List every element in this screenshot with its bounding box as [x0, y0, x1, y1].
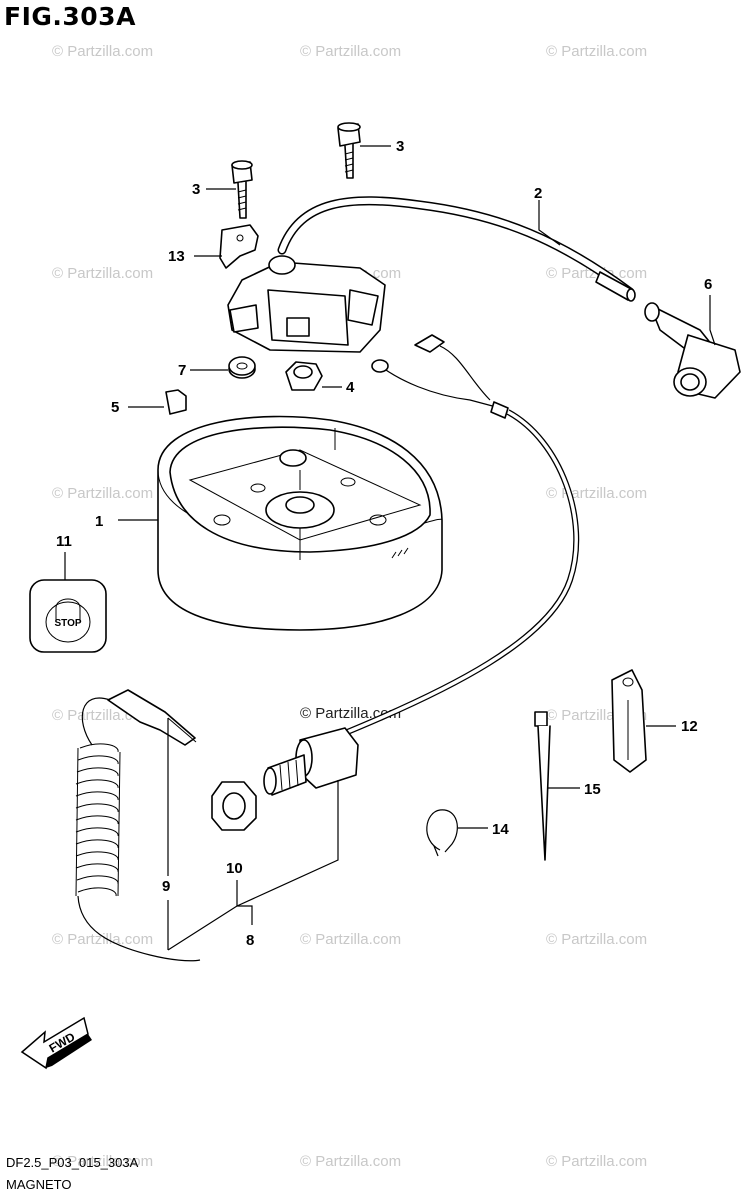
part-ignition-coil	[227, 255, 386, 353]
figure-name: MAGNETO	[6, 1177, 72, 1192]
part-bolt-left	[231, 160, 253, 219]
callout-7: 7	[178, 362, 186, 379]
part-washer	[228, 356, 256, 379]
part-bracket	[219, 224, 259, 269]
watermark: © Partzilla.com	[52, 1153, 153, 1170]
part-stop-switch	[263, 727, 359, 796]
part-clip	[426, 809, 458, 857]
part-stop-switch-lead	[338, 334, 580, 738]
part-lanyard	[75, 689, 201, 962]
watermark: © Partzilla.com	[546, 43, 647, 60]
callout-11: 11	[56, 533, 72, 550]
callout-14: 14	[492, 821, 509, 838]
callout-labels: 1 2 3 3 4 5 6 7 8 9 10 11 12 13 14 15	[56, 138, 712, 949]
figure-code: DF2.5_P03_015_303A	[6, 1155, 139, 1170]
callout-3: 3	[192, 181, 200, 198]
callout-8: 8	[246, 932, 254, 949]
part-cord-bracket	[611, 669, 647, 773]
part-key	[165, 389, 187, 415]
watermark: © Partzilla.com	[300, 931, 401, 948]
figure-title: FIG.303A	[4, 2, 136, 31]
callout-13: 13	[168, 248, 185, 265]
callout-9: 9	[162, 878, 170, 895]
watermark: © Partzilla.com	[546, 1153, 647, 1170]
part-flywheel	[157, 415, 443, 631]
watermark: © Partzilla.com	[546, 931, 647, 948]
watermark: © Partzilla.com	[52, 265, 153, 282]
fwd-arrow: FWD	[20, 1016, 92, 1070]
part-high-tension-cord	[277, 196, 636, 302]
watermark: © Partzilla.com	[546, 485, 647, 502]
callout-12: 12	[681, 718, 698, 735]
callout-6: 6	[704, 276, 712, 293]
part-switch-nut	[211, 781, 257, 831]
watermark: © Partzilla.com	[300, 43, 401, 60]
callout-10: 10	[226, 860, 243, 877]
callout-5: 5	[111, 399, 119, 416]
watermark: © Partzilla.com	[300, 1153, 401, 1170]
part-cable-tie	[534, 711, 551, 861]
watermark: © Partzilla.com	[52, 485, 153, 502]
callout-4: 4	[346, 379, 355, 396]
watermark: © Partzilla.com	[52, 43, 153, 60]
watermark: © Partzilla.com	[52, 931, 153, 948]
part-nut	[285, 361, 323, 391]
callout-2: 2	[534, 185, 542, 202]
part-bolt-right	[337, 122, 361, 179]
callout-1: 1	[95, 513, 103, 530]
part-plug-cap	[644, 302, 741, 399]
stop-plate-text: STOP	[54, 618, 81, 629]
callout-3: 3	[396, 138, 404, 155]
leader-lines	[64, 145, 716, 951]
callout-15: 15	[584, 781, 601, 798]
part-stop-plate: STOP	[29, 579, 107, 653]
